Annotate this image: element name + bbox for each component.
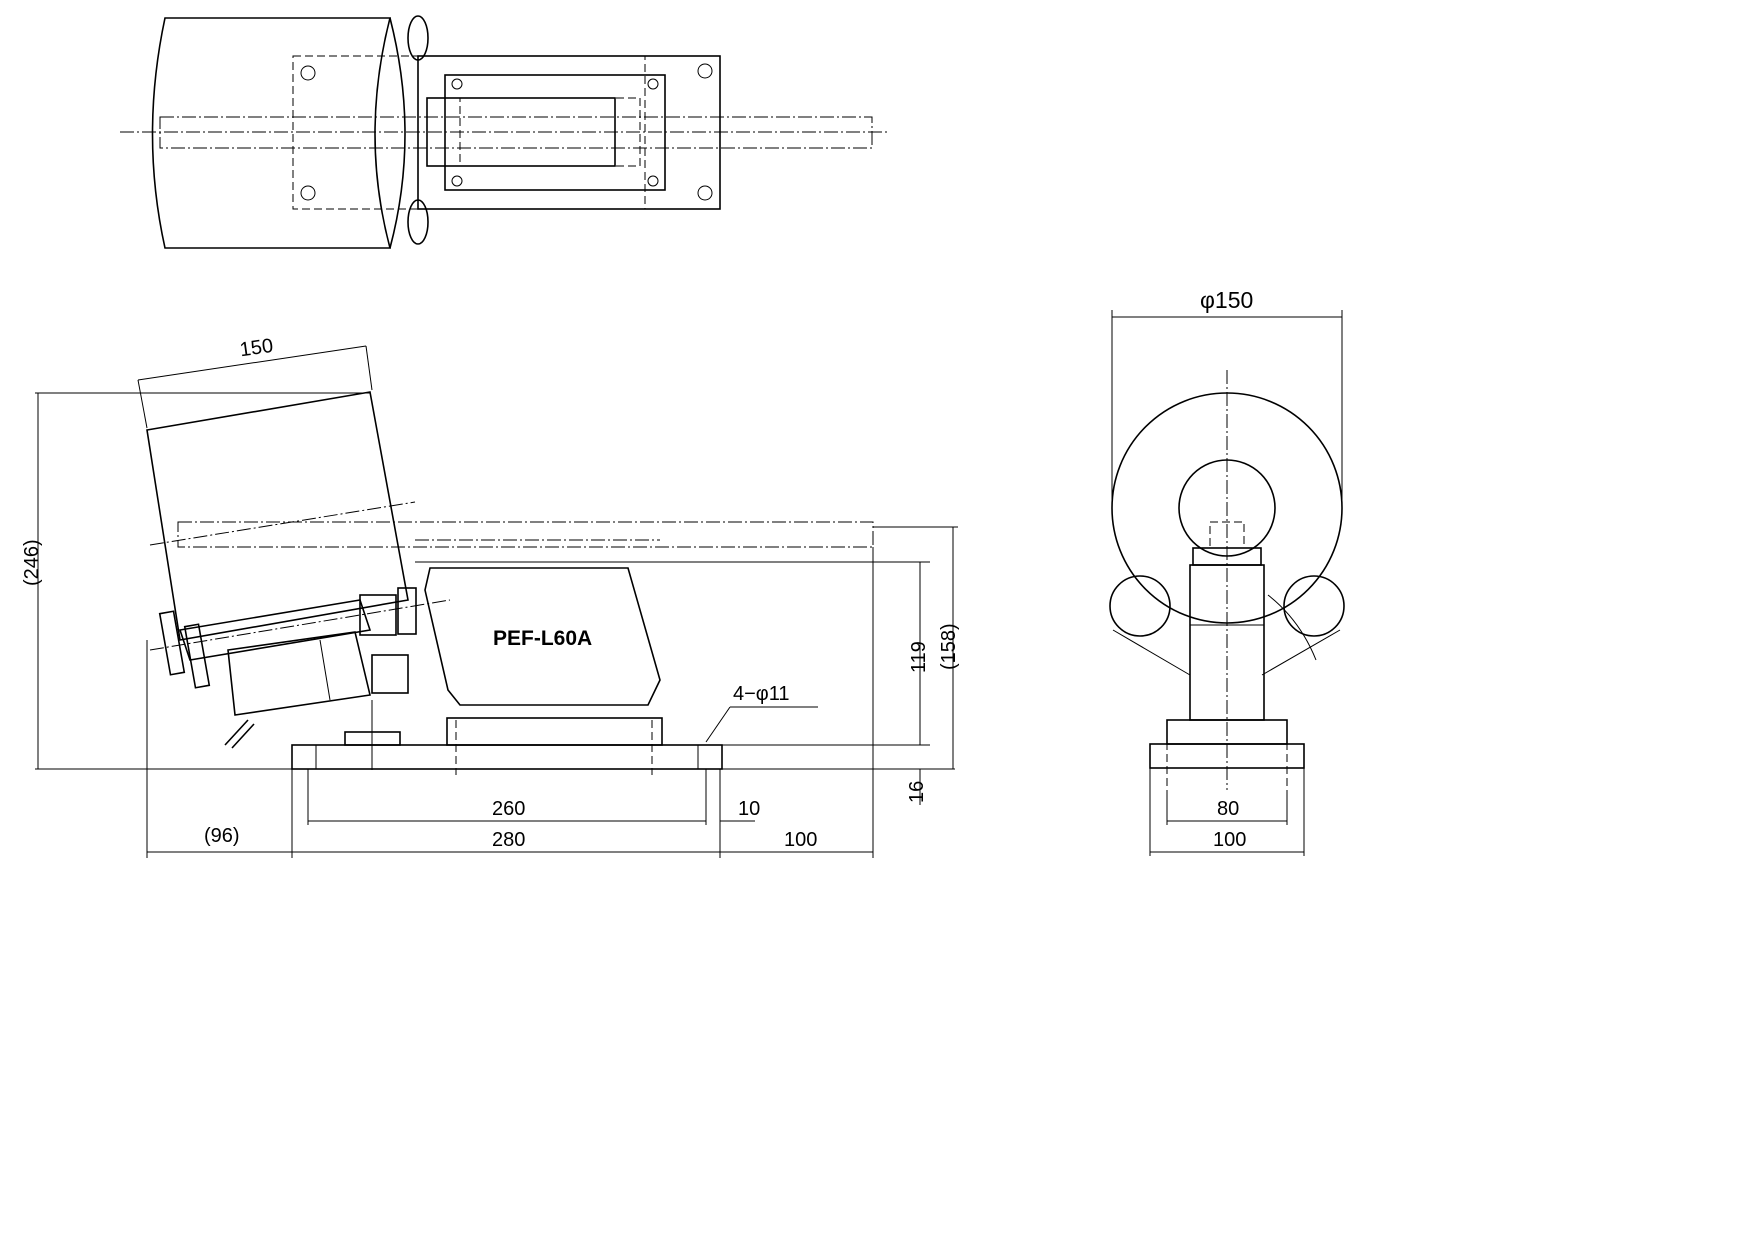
end-view: [1109, 370, 1345, 790]
dim-height-119: 119: [908, 641, 930, 673]
model-label: PEF-L60A: [493, 627, 592, 650]
dim-outlet-length: 100: [784, 829, 817, 851]
base-plate: [291, 744, 723, 770]
side-dimensions: 150 (246) 119 (158) 16 260 10 (96) 280 1…: [21, 335, 960, 858]
hole-callout: 4−φ11: [733, 683, 790, 705]
dim-base-thickness: 16: [906, 781, 928, 803]
top-view: [120, 15, 890, 249]
dim-overall-height: (246): [21, 539, 43, 586]
dim-base-length: 280: [492, 829, 525, 851]
feeder-body: [424, 567, 661, 706]
end-dimensions: φ150 80 100: [1111, 287, 1343, 856]
bolt-hole-icons: [300, 63, 713, 201]
dim-hopper-width: 150: [238, 335, 274, 361]
dim-hole-offset: 10: [738, 798, 760, 820]
side-view: PEF-L60A: [146, 391, 955, 775]
dim-hole-pitch: 260: [492, 798, 525, 820]
dim-overhang: (96): [204, 825, 240, 847]
dim-end-base-width: 100: [1213, 829, 1246, 851]
dim-drum-diameter: φ150: [1200, 287, 1253, 313]
dim-end-hole-pitch: 80: [1217, 798, 1239, 820]
dim-height-158: (158): [938, 623, 960, 670]
